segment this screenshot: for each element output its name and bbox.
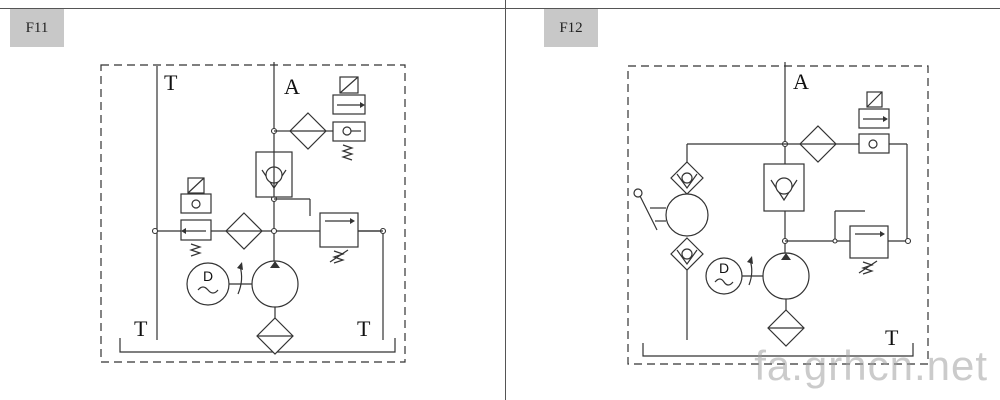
check-ball [342, 126, 352, 136]
solenoid-slash [866, 91, 883, 108]
port-label-t: T [164, 70, 178, 95]
valve-lower-box [180, 219, 212, 241]
check-seat [676, 173, 698, 190]
spring-symbol [341, 144, 354, 161]
arrowhead [350, 218, 355, 224]
spring-symbol [332, 250, 345, 264]
rotation-arrow [237, 265, 243, 295]
hand-lever [639, 195, 658, 231]
arrowhead [360, 102, 365, 108]
enclosure-boundary [627, 65, 929, 365]
check-seat [770, 179, 798, 202]
check-ball [868, 139, 878, 149]
figure-f12-panel: F12 [505, 0, 1000, 400]
hydraulic-schematic-f12: D A T [627, 62, 929, 365]
hand-pump-symbol [665, 193, 709, 237]
solenoid-slash [187, 177, 205, 194]
tank-bracket [642, 343, 914, 357]
arrowhead [880, 231, 885, 237]
relief-valve-box [849, 225, 889, 259]
port-label-t: T [134, 316, 148, 341]
hydraulic-schematic-f11: D A T T T [100, 62, 406, 363]
adjust-arrow [329, 249, 349, 263]
pump-arrow [781, 253, 791, 260]
motor-letter: D [203, 268, 213, 284]
pump-arrow [270, 261, 280, 268]
motor-wave [714, 278, 734, 286]
figure-f11-panel: F11 [10, 9, 406, 363]
arrowhead [181, 228, 186, 234]
enclosure-boundary [100, 64, 406, 363]
watermark-text: fa.grhcn.net [754, 342, 988, 389]
check-seat [676, 249, 698, 266]
junction-dot [270, 227, 278, 235]
motor-wave [197, 286, 219, 294]
panel-divider [505, 0, 506, 400]
adjust-arrow [858, 260, 878, 274]
figure-label-f12: F12 [544, 9, 598, 47]
top-rule [0, 8, 1000, 9]
check-ball [681, 248, 693, 260]
port-label-t: T [885, 325, 899, 350]
relief-valve-box [319, 212, 359, 248]
port-label-t: T [357, 316, 371, 341]
arrowhead [747, 256, 753, 264]
port-label-a: A [793, 69, 809, 94]
check-ball [191, 199, 201, 209]
junction-dot [832, 238, 838, 244]
arrowhead [883, 116, 888, 122]
check-ball [775, 177, 793, 195]
lever-knob [633, 188, 643, 198]
motor-letter: D [719, 260, 729, 276]
rotation-arrow [748, 259, 753, 286]
arrowhead [237, 262, 243, 270]
figure-label-f11: F11 [10, 9, 64, 47]
junction-dot [904, 237, 912, 245]
check-ball [681, 172, 693, 184]
solenoid-slash [339, 76, 359, 94]
spring-symbol [189, 243, 202, 257]
tank-bracket [119, 338, 396, 353]
junction-dot [151, 227, 159, 235]
port-label-a: A [284, 74, 300, 99]
spring-symbol [861, 261, 874, 275]
